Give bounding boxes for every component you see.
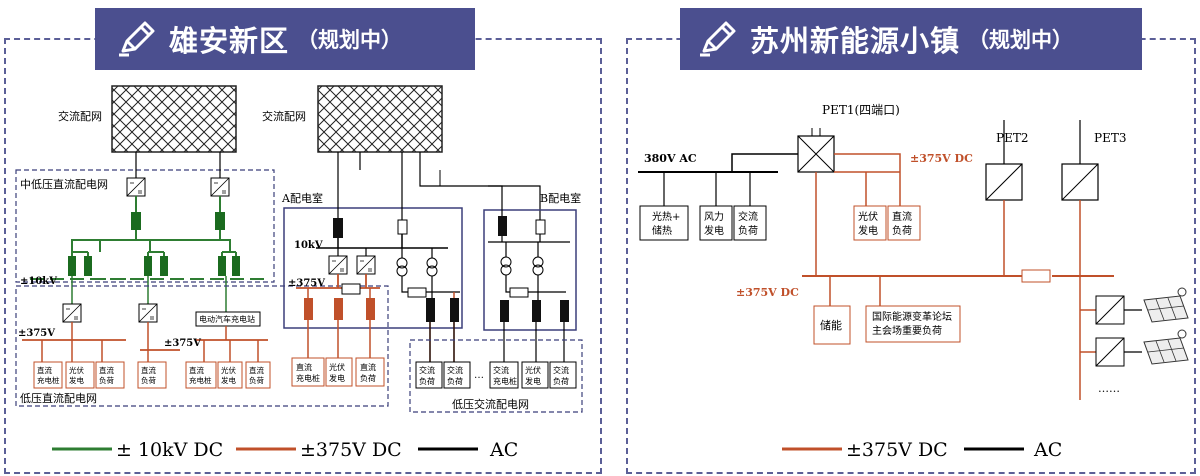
svg-text:直流负荷: 直流负荷 xyxy=(892,210,912,237)
legend-label-375v: ±375V DC xyxy=(846,439,948,461)
pet3-label: PET3 xyxy=(1094,131,1126,145)
room-b-switch xyxy=(498,216,507,236)
dc-load-boxes-right xyxy=(853,205,921,241)
left-legend: ± 10kV DC ±375V DC AC xyxy=(52,439,518,461)
more-dots: …… xyxy=(1098,382,1120,395)
legend-label-10kv: ± 10kV DC xyxy=(116,439,223,461)
ac-grid-right-label: 交流配网 xyxy=(262,109,306,123)
left-panel xyxy=(4,38,602,474)
v375-label-a: ±375V xyxy=(18,328,55,339)
v10-label: ±10kV xyxy=(20,276,57,287)
ac-grid-right xyxy=(317,85,443,153)
pet1-label: PET1(四端口) xyxy=(822,103,900,117)
legend-label-ac: AC xyxy=(1033,439,1062,461)
lv-load-label: 直流负荷 xyxy=(141,365,156,385)
right-banner: 苏州新能源小镇 （规划中） xyxy=(680,8,1142,70)
room-a-ac-switch xyxy=(450,298,459,322)
svg-text:直流充电桩: 直流充电桩 xyxy=(296,362,320,383)
svg-text:光伏发电: 光伏发电 xyxy=(329,362,345,383)
ellipsis: … xyxy=(474,370,484,381)
mv-switch xyxy=(144,256,152,276)
room-a-switch xyxy=(333,218,343,238)
svg-text:光伏发电: 光伏发电 xyxy=(858,210,878,237)
svg-text:交流负荷: 交流负荷 xyxy=(553,365,569,386)
room-b-ac-switch xyxy=(532,300,541,322)
svg-text:光热+储热: 光热+储热 xyxy=(652,210,680,237)
svg-text:风力发电: 风力发电 xyxy=(704,210,724,237)
legend-label-375v: ±375V DC xyxy=(300,439,402,461)
ev-station xyxy=(195,311,261,327)
lv-load-label: 光伏发电 xyxy=(69,365,84,385)
lv-load-label: 直流充电桩 xyxy=(189,365,212,385)
svg-text:交流负荷: 交流负荷 xyxy=(738,210,758,237)
room-b-ac-switch xyxy=(500,300,509,322)
ac-load-boxes xyxy=(415,361,577,389)
forum-box xyxy=(865,305,961,343)
storage-label: 储能 xyxy=(820,318,842,332)
right-title: 苏州新能源小镇 xyxy=(750,24,961,58)
pencil-icon xyxy=(700,21,736,57)
solar-panel-icon xyxy=(1143,287,1189,323)
svg-text:交流负荷: 交流负荷 xyxy=(419,365,435,386)
bus-switch xyxy=(1021,269,1051,283)
left-title: 雄安新区 xyxy=(169,24,290,58)
mv-switch xyxy=(160,256,168,276)
ac-load-boxes-right xyxy=(639,205,767,241)
right-panel xyxy=(626,38,1196,474)
v10-label-b: 10kV xyxy=(294,240,323,251)
svg-text:直流负荷: 直流负荷 xyxy=(360,362,376,383)
pencil-icon xyxy=(119,21,155,57)
solar-panel-icon xyxy=(1143,329,1189,365)
lv-network-label: 低压直流配电网 xyxy=(20,391,97,405)
lv-load-label: 光伏发电 xyxy=(221,365,236,385)
lv-load-label: 直流负荷 xyxy=(99,365,114,385)
right-legend: ±375V DC AC xyxy=(782,439,1062,461)
mv-network-label: 中低压直流配电网 xyxy=(20,177,108,191)
mv-switch xyxy=(215,212,225,230)
lv-dc-network-box xyxy=(15,285,389,407)
right-subtitle: （规划中） xyxy=(968,28,1074,52)
v375-label-c: ±375V xyxy=(288,278,325,289)
left-subtitle: （规划中） xyxy=(297,28,403,52)
mv-network-box xyxy=(15,169,275,283)
dc375-bus-label: ±375V DC xyxy=(736,286,799,299)
ac-lv-network-label: 低压交流配电网 xyxy=(452,397,529,411)
ac380-label: 380V AC xyxy=(644,152,697,165)
room-b-ac-switch xyxy=(560,300,569,322)
mv-switch xyxy=(218,256,226,276)
legend-label-ac: AC xyxy=(489,439,518,461)
storage-box xyxy=(813,305,851,345)
room-b-box xyxy=(483,209,577,331)
ev-station-label: 电动汽车充电站 xyxy=(199,314,255,324)
room-a-dc-switch xyxy=(334,298,343,320)
pet2-label: PET2 xyxy=(996,131,1028,145)
ac-grid-left xyxy=(111,85,237,153)
room-a-label: A配电室 xyxy=(281,191,323,205)
lv-load-label: 直流负荷 xyxy=(249,365,264,385)
ac-grid-left-label: 交流配网 xyxy=(58,109,102,123)
lv-load-label: 直流充电桩 xyxy=(37,365,60,385)
svg-text:交流负荷: 交流负荷 xyxy=(447,365,463,386)
svg-text:光伏发电: 光伏发电 xyxy=(525,365,541,386)
lv-load-group-1 xyxy=(33,361,271,389)
room-a-ac-switch xyxy=(426,298,435,322)
room-a-box xyxy=(283,207,463,329)
mv-switch xyxy=(131,212,141,230)
room-a-dc-switch xyxy=(304,298,313,320)
left-banner: 雄安新区 （规划中） xyxy=(95,8,475,70)
svg-text:交流充电桩: 交流充电桩 xyxy=(493,365,517,386)
mv-switch xyxy=(232,256,240,276)
mv-switch xyxy=(84,256,92,276)
room-b-label: B配电室 xyxy=(540,191,581,205)
v375-label-b: ±375V xyxy=(164,338,201,349)
mv-switch xyxy=(68,256,76,276)
svg-text:国际能源变革论坛主会场重要负荷: 国际能源变革论坛主会场重要负荷 xyxy=(872,310,952,337)
room-a-dc-switch xyxy=(366,298,375,320)
room-a-load-boxes xyxy=(291,357,385,387)
lv-ac-network-box xyxy=(409,339,583,413)
dc375-top-label: ±375V DC xyxy=(910,152,973,165)
